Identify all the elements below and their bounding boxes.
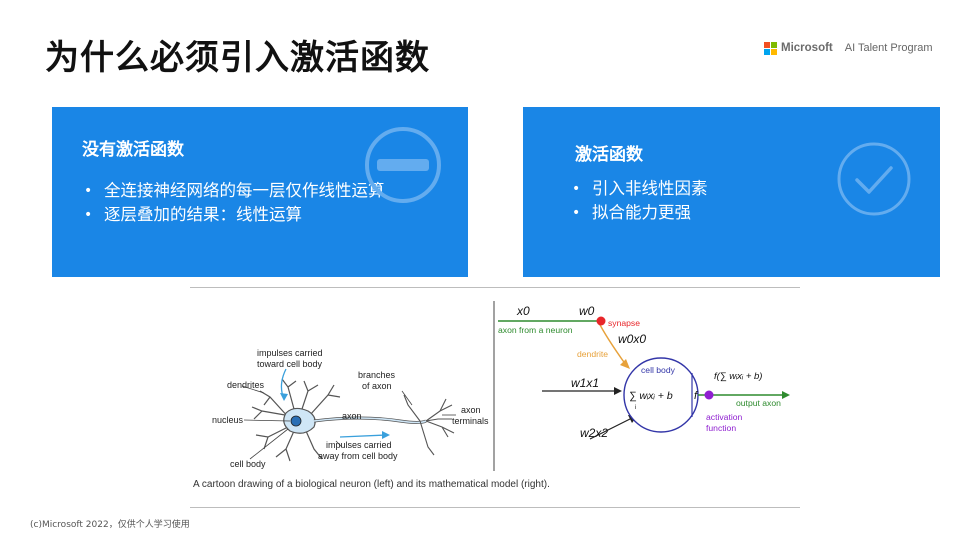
bullet-item: 全连接神经网络的每一层仅作线性运算	[82, 179, 385, 203]
label-impulses-toward-2: toward cell body	[257, 359, 323, 369]
label-impulses-toward: impulses carried	[257, 348, 323, 358]
check-circle-icon	[837, 142, 911, 216]
slide-title: 为什么必须引入激活函数	[45, 38, 430, 78]
label-sum-index: i	[635, 405, 636, 411]
label-nucleus: nucleus	[212, 415, 244, 425]
panel-no-activation: 没有激活函数 全连接神经网络的每一层仅作线性运算 逐层叠加的结果：线性运算	[52, 107, 468, 277]
label-dendrite: dendrite	[577, 349, 608, 359]
bullet-list: 全连接神经网络的每一层仅作线性运算 逐层叠加的结果：线性运算	[82, 179, 385, 227]
label-synapse: synapse	[608, 318, 640, 328]
label-sum-formula: ∑ wᵢxᵢ + b	[629, 390, 673, 402]
label-w2x2: w2x2	[580, 426, 608, 440]
bullet-list: 引入非线性因素 拟合能力更强	[570, 177, 708, 225]
label-activation-2: function	[706, 423, 736, 433]
label-w0: w0	[579, 304, 595, 318]
label-output-axon: output axon	[736, 398, 781, 408]
copyright-footer: (c)Microsoft 2022，仅供个人学习使用	[30, 520, 190, 530]
brand-header: Microsoft AI Talent Program	[764, 41, 933, 55]
label-f: f	[694, 390, 698, 402]
math-model-drawing: x0 w0 axon from a neuron synapse w0x0 de…	[498, 304, 790, 440]
brand-company: Microsoft	[781, 42, 833, 54]
label-impulses-away-2: away from cell body	[318, 451, 398, 461]
label-cell-body-math: cell body	[641, 365, 676, 375]
label-dendrites: dendrites	[227, 380, 265, 390]
panel-heading: 没有激活函数	[82, 140, 184, 160]
panel-heading: 激活函数	[575, 145, 643, 165]
brand-program: AI Talent Program	[844, 42, 933, 54]
divider	[190, 287, 800, 288]
label-axon-terminals: axon	[461, 405, 481, 415]
biological-neuron-drawing: dendrites impulses carried toward cell b…	[212, 348, 489, 469]
label-axon: axon	[342, 411, 362, 421]
bullet-item: 逐层叠加的结果：线性运算	[82, 203, 385, 227]
label-impulses-away: impulses carried	[326, 440, 392, 450]
neuron-diagram: dendrites impulses carried toward cell b…	[212, 301, 790, 471]
label-x0: x0	[516, 304, 530, 318]
figure-caption: A cartoon drawing of a biological neuron…	[193, 479, 550, 490]
divider	[190, 507, 800, 508]
label-branches-2: of axon	[362, 381, 392, 391]
label-axon-terminals-2: terminals	[452, 416, 489, 426]
minus-circle-icon	[365, 127, 441, 203]
label-f-output: f(∑ wᵢxᵢ + b)	[714, 371, 762, 382]
label-w1x1: w1x1	[571, 376, 599, 390]
microsoft-logo-icon	[764, 41, 777, 55]
panel-activation: 激活函数 引入非线性因素 拟合能力更强	[523, 107, 940, 277]
bullet-item: 拟合能力更强	[570, 201, 708, 225]
neuron-figure: dendrites impulses carried toward cell b…	[190, 287, 800, 509]
label-w0x0: w0x0	[618, 332, 646, 346]
label-branches: branches	[358, 370, 396, 380]
label-axon-from-neuron: axon from a neuron	[498, 325, 573, 335]
label-cell-body: cell body	[230, 459, 266, 469]
bullet-item: 引入非线性因素	[570, 177, 708, 201]
label-activation: activation	[706, 412, 743, 422]
